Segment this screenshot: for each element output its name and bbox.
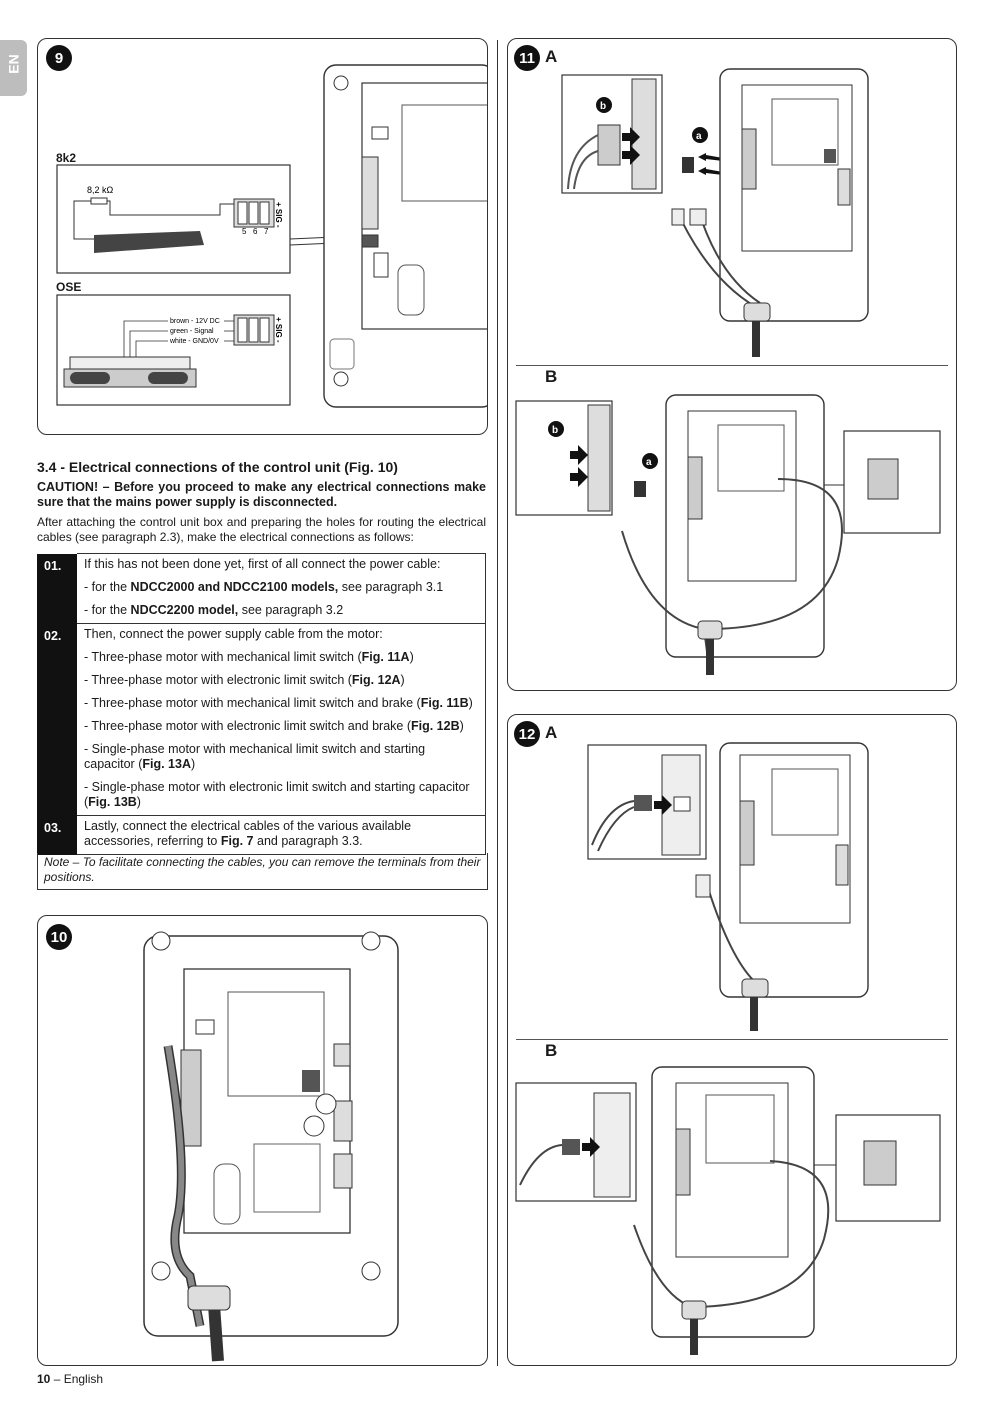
figure-12-sub-b: B <box>545 1041 558 1060</box>
resistor-label: 8,2 kΩ <box>87 185 114 195</box>
figure-9-number: 9 <box>46 45 72 71</box>
ose-wire-brown: brown - 12V DC <box>170 318 220 325</box>
step-item-row: - Three-phase motor with electronic limi… <box>37 670 486 693</box>
step-text: Then, connect the power supply cable fro… <box>77 623 486 647</box>
note-text: Note – To facilitate connecting the cabl… <box>37 853 488 890</box>
figure-10-number: 10 <box>46 924 72 950</box>
step-item-row: - Single-phase motor with mechanical lim… <box>37 739 486 777</box>
callout-b-11a: b <box>600 101 606 112</box>
step-item: - Single-phase motor with electronic lim… <box>77 777 486 816</box>
ose-wire-white: white - GND/0V <box>169 338 219 345</box>
step-item: - Three-phase motor with electronic limi… <box>77 670 486 693</box>
figure-12-number: 12 <box>514 721 540 747</box>
step-02-row: 02. Then, connect the power supply cable… <box>37 623 486 816</box>
figure-12-divider <box>516 1039 948 1040</box>
column-divider <box>497 40 499 1366</box>
callout-a-11a: a <box>696 131 702 142</box>
step-number: 02. <box>37 623 77 816</box>
step-item-row: - Single-phase motor with electronic lim… <box>37 777 486 816</box>
step-item-row: - Three-phase motor with electronic limi… <box>37 716 486 739</box>
step-item: - Three-phase motor with mechanical limi… <box>77 693 486 716</box>
figure-10-panel: 10 <box>37 915 488 1366</box>
intro-text: After attaching the control unit box and… <box>37 515 486 544</box>
figure-12-panel: 12 A B <box>507 714 957 1366</box>
page-footer: 10 – English <box>37 1372 103 1386</box>
figure-11-panel: 11 A B b a b <box>507 38 957 691</box>
callout-b-11b: b <box>552 425 558 436</box>
language-tab: EN <box>0 40 27 96</box>
figure-9-drawing: 8,2 kΩ 5 6 7 + SIG - brown - 12V DC gree… <box>56 64 487 408</box>
figure-9-label-ose: OSE <box>56 280 82 294</box>
steps-table: 01. If this has not been done yet, first… <box>37 553 486 855</box>
step-03-row: 03. Lastly, connect the electrical cable… <box>37 815 486 855</box>
step-item-row: - for the NDCC2200 model, see paragraph … <box>37 600 486 624</box>
footer-language: English <box>63 1372 104 1386</box>
callout-a-11b: a <box>646 457 652 468</box>
sig-label-ose: + SIG - <box>274 317 283 343</box>
step-item-row: - for the NDCC2000 and NDCC2100 models, … <box>37 577 486 600</box>
step-item: - Single-phase motor with mechanical lim… <box>77 739 486 777</box>
step-item: - Three-phase motor with electronic limi… <box>77 716 486 739</box>
figure-11-number: 11 <box>514 45 540 71</box>
ose-wire-green: green - Signal <box>170 328 214 335</box>
footer-separator: – <box>50 1372 64 1386</box>
step-text: Lastly, connect the electrical cables of… <box>77 815 486 855</box>
figure-10-drawing <box>143 931 399 1362</box>
step-item-row: - Three-phase motor with mechanical limi… <box>37 693 486 716</box>
page-number: 10 <box>37 1372 51 1386</box>
terminal-5: 5 <box>242 227 247 236</box>
caution-text: CAUTION! – Before you proceed to make an… <box>37 480 486 509</box>
step-text: If this has not been done yet, first of … <box>77 553 486 577</box>
language-tab-label: EN <box>5 54 22 74</box>
step-number: 01. <box>37 553 77 624</box>
step-item-row: - Three-phase motor with mechanical limi… <box>37 647 486 670</box>
step-01-row: 01. If this has not been done yet, first… <box>37 553 486 624</box>
figure-11-divider <box>516 365 948 366</box>
step-item: - Three-phase motor with mechanical limi… <box>77 647 486 670</box>
figure-11-drawing: b a b a <box>515 68 941 675</box>
figure-11-sub-a: A <box>545 47 558 66</box>
step-number: 03. <box>37 815 77 855</box>
terminal-7: 7 <box>264 227 269 236</box>
figure-9-label-8k2: 8k2 <box>56 151 77 165</box>
section-title: 3.4 - Electrical connections of the cont… <box>37 459 398 475</box>
step-item: - for the NDCC2200 model, see paragraph … <box>77 600 486 624</box>
sig-label-8k2: + SIG - <box>274 202 283 228</box>
figure-11-sub-b: B <box>545 367 558 386</box>
figure-9-panel: 9 8k2 OSE 8,2 kΩ 5 6 7 + SIG - brown - 1… <box>37 38 488 435</box>
figure-12-sub-a: A <box>545 723 558 742</box>
step-item: - for the NDCC2000 and NDCC2100 models, … <box>77 577 486 600</box>
figure-12-drawing <box>515 742 941 1355</box>
terminal-6: 6 <box>253 227 258 236</box>
